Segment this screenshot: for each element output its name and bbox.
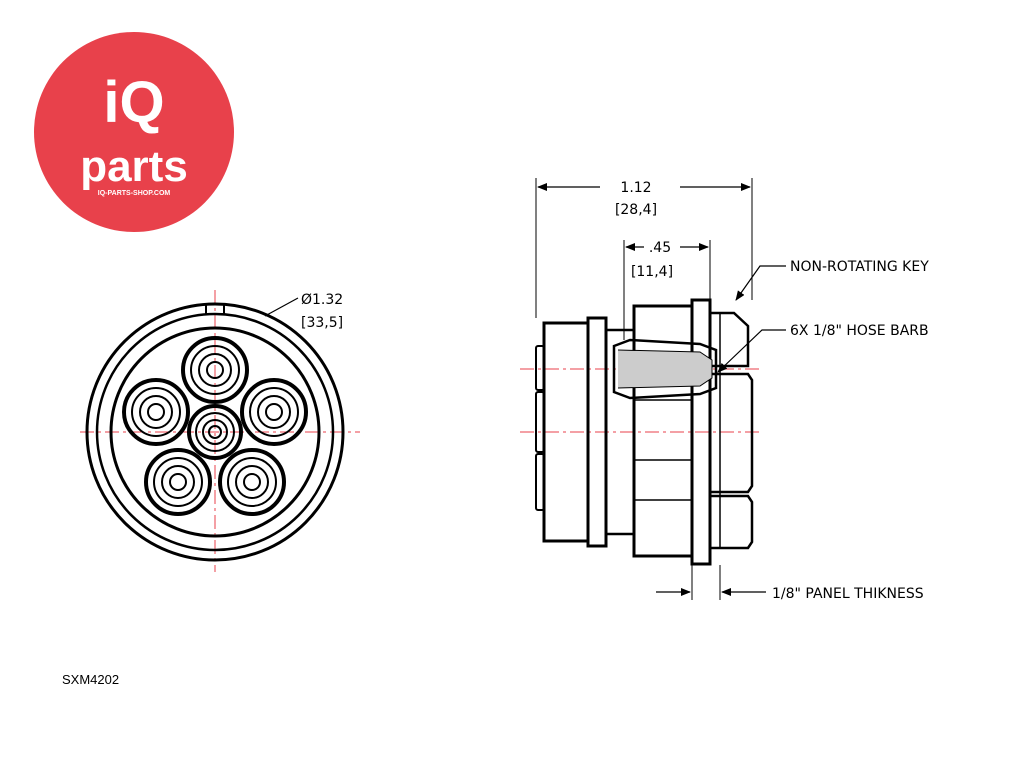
outer-ring <box>85 302 345 562</box>
diameter-inch-label: Ø1.32 <box>301 292 343 308</box>
key-leader <box>735 265 786 301</box>
rear-block-lower <box>710 494 754 550</box>
side-view <box>520 178 786 600</box>
key-notch <box>205 304 225 315</box>
port-left <box>122 378 190 446</box>
non-rotating-key-label: NON-ROTATING KEY <box>790 259 929 275</box>
logo-iq-text: iQ <box>103 70 164 135</box>
logo-parts-text: parts <box>80 142 188 191</box>
panel-nut <box>690 298 712 566</box>
face-ring <box>109 326 321 538</box>
panel-thickness-label: 1/8" PANEL THIKNESS <box>772 586 924 602</box>
port-right <box>240 378 308 446</box>
port-bottom-left <box>144 448 212 516</box>
hose-barb <box>612 338 718 400</box>
hose-barb-hatch <box>617 349 713 389</box>
length-inch-label: 1.12 <box>620 180 651 196</box>
logo-tagline: IQ-PARTS-SHOP.COM <box>98 190 171 197</box>
rear-block <box>710 372 754 494</box>
part-number: SXM4202 <box>62 672 120 687</box>
port-center <box>187 404 243 460</box>
length-mm-label: [28,4] <box>615 202 657 218</box>
barb-mm-label: [11,4] <box>631 264 673 280</box>
port-top <box>181 336 249 404</box>
diameter-mm-label: [33,5] <box>301 315 343 331</box>
hose-barb-label: 6X 1/8" HOSE BARB <box>790 323 929 339</box>
port-bottom-right <box>218 448 286 516</box>
front-view <box>80 290 360 572</box>
barb-inch-label: .45 <box>649 240 671 256</box>
iq-parts-logo: iQ parts IQ-PARTS-SHOP.COM <box>34 32 234 232</box>
diameter-leader <box>264 297 299 317</box>
barb-leader <box>717 329 786 373</box>
key-block <box>710 311 750 368</box>
